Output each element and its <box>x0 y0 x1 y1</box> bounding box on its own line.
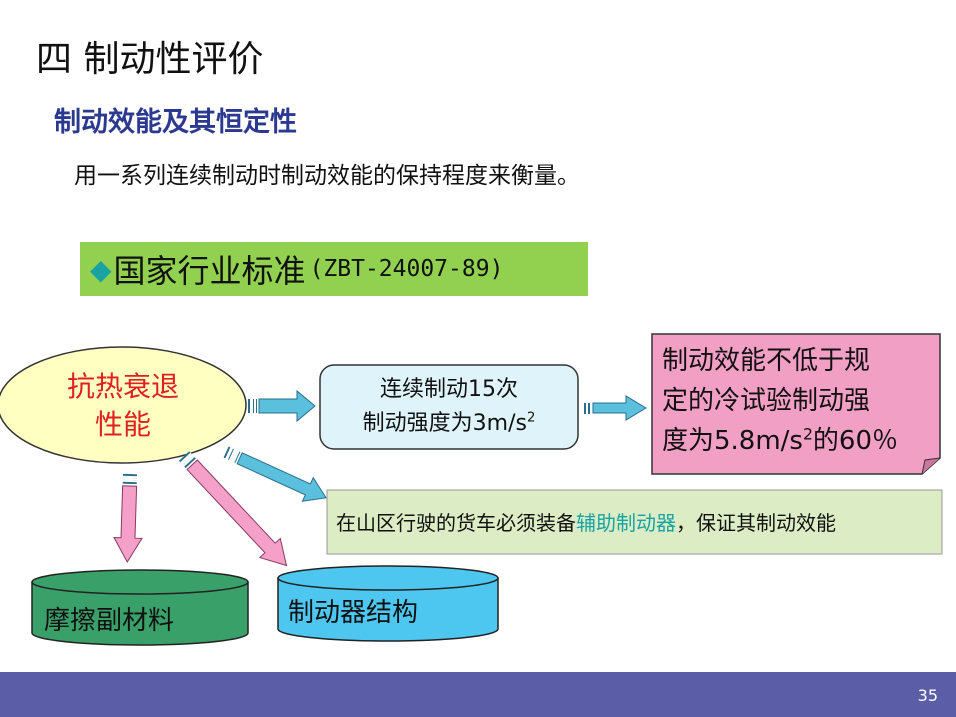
requirement-line3-sup: 2 <box>802 425 813 444</box>
note-highlight: 辅助制动器 <box>576 511 676 535</box>
condition-line1: 连续制动15次 <box>380 377 518 402</box>
condition-label: 连续制动15次 制动强度为3m/s2 <box>320 365 578 449</box>
oval-label: 抗热衰退 性能 <box>40 368 206 444</box>
requirement-line3-end: 的60％ <box>812 426 898 456</box>
requirement-label: 制动效能不低于规 定的冷试验制动强 度为5.8m/s2的60％ <box>662 341 924 461</box>
slide-title: 四 制动性评价 <box>36 39 264 80</box>
brake-structure-cylinder <box>277 565 499 642</box>
note-box <box>326 489 943 555</box>
arrow-diagonal-icon <box>223 446 327 502</box>
arrow-right-icon <box>248 389 316 423</box>
diamond-bullet-icon: ◆ <box>90 252 112 286</box>
oval-label-line2: 性能 <box>94 408 151 441</box>
requirement-line1: 制动效能不低于规 <box>662 346 871 376</box>
note-after: ，保证其制动效能 <box>676 511 836 535</box>
condition-box <box>319 364 579 450</box>
arrow-diagonal-icon <box>178 451 288 567</box>
friction-material-cylinder <box>31 569 249 646</box>
requirement-line3: 度为5.8m/s2的60％ <box>662 421 924 461</box>
arrow-right-icon <box>582 395 647 421</box>
note-before: 在山区行驶的货车必须装备 <box>336 511 576 535</box>
condition-line2-main: 制动强度为3m/s <box>362 411 527 436</box>
standard-code: (ZBT-24007-89) <box>309 256 504 282</box>
slide-description: 用一系列连续制动时制动效能的保持程度来衡量。 <box>74 163 580 189</box>
condition-line2: 制动强度为3m/s2 <box>363 407 536 441</box>
condition-line2-sup: 2 <box>526 410 536 426</box>
note-label: 在山区行驶的货车必须装备辅助制动器，保证其制动效能 <box>336 507 836 536</box>
requirement-line2: 定的冷试验制动强 <box>662 386 871 416</box>
oval-label-line1: 抗热衰退 <box>66 370 179 403</box>
cylinder-right-label: 制动器结构 <box>288 598 419 628</box>
arrow-down-icon <box>113 473 143 563</box>
folded-corner-icon <box>921 457 941 475</box>
standard-title: 国家行业标准 <box>113 252 306 290</box>
page-number: 35 <box>917 686 938 705</box>
cylinder-left-label: 摩擦副材料 <box>44 606 175 636</box>
requirement-line3-main: 度为5.8m/s <box>662 426 803 456</box>
heat-fade-oval <box>0 346 247 464</box>
footer-bar: 35 <box>0 672 956 717</box>
slide-subtitle: 制动效能及其恒定性 <box>54 107 297 138</box>
standard-banner: ◆ 国家行业标准 (ZBT-24007-89) <box>80 242 588 296</box>
